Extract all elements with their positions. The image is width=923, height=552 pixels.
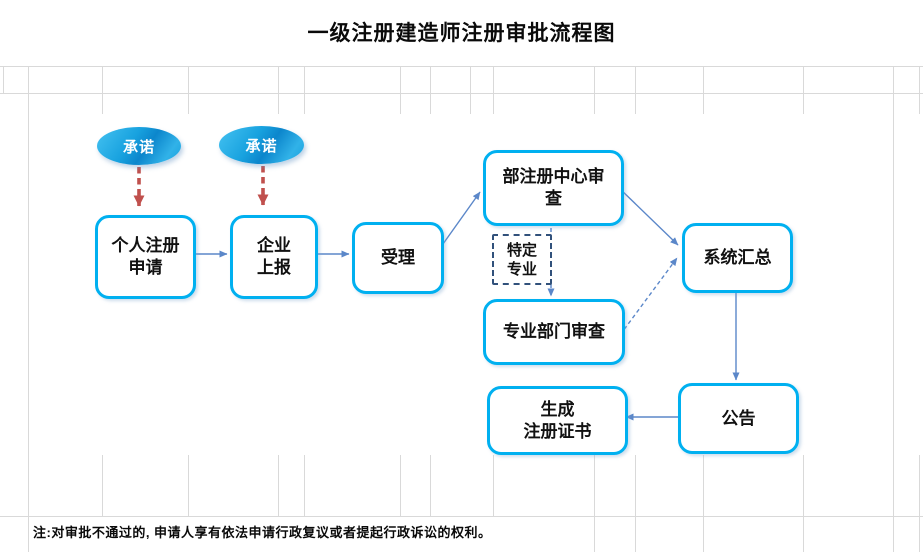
grid-line	[703, 516, 704, 552]
connector-department-to-system	[619, 257, 678, 336]
node-label-line: 专业	[506, 260, 537, 278]
grid-line	[188, 455, 189, 516]
grid-line	[400, 66, 401, 114]
grid-line	[400, 455, 401, 516]
node-accept: 受理	[352, 222, 444, 294]
node-label: 承诺	[245, 137, 278, 155]
node-label: 系统汇总	[703, 248, 772, 267]
node-label-line: 生成	[540, 399, 575, 419]
node-label: 承诺	[122, 138, 155, 156]
page-title: 一级注册建造师注册审批流程图	[307, 22, 616, 45]
node-special-major: 特定 专业	[492, 234, 552, 285]
grid-line	[0, 66, 923, 67]
node-label: 专业部门审查	[503, 322, 605, 341]
grid-line	[594, 516, 595, 552]
footnote: 注:对审批不通过的, 申请人享有依法申请行政复议或者提起行政诉讼的权利。	[33, 525, 492, 540]
grid-line	[430, 455, 431, 516]
node-label-line: 企业	[257, 236, 291, 255]
node-ministry-review: 部注册中心审 查	[483, 150, 624, 226]
grid-line	[430, 66, 431, 114]
grid-line	[304, 66, 305, 114]
grid-line	[278, 455, 279, 516]
node-department-review: 专业部门审查	[483, 299, 625, 365]
grid-line	[493, 66, 494, 114]
grid-line	[635, 516, 636, 552]
node-label-line: 部注册中心审	[502, 167, 605, 186]
node-label-line: 注册证书	[523, 421, 592, 441]
grid-line	[304, 455, 305, 516]
node-personal-apply: 个人注册 申请	[95, 215, 196, 299]
node-label-line: 上报	[257, 258, 291, 277]
grid-line	[703, 455, 704, 516]
grid-line	[594, 455, 595, 516]
node-label: 公告	[721, 408, 756, 428]
grid-line	[594, 66, 595, 114]
grid-line	[102, 66, 103, 114]
grid-line	[893, 66, 894, 552]
grid-line	[919, 516, 920, 552]
node-promise-1: 承诺	[97, 127, 181, 165]
grid-line	[493, 455, 494, 516]
node-label-line: 个人注册	[111, 236, 180, 255]
connector-ministry-to-system	[617, 186, 679, 246]
grid-line	[703, 66, 704, 114]
grid-line	[635, 455, 636, 516]
grid-line	[102, 455, 103, 516]
grid-line	[0, 516, 923, 517]
grid-line	[278, 66, 279, 114]
grid-line	[3, 66, 4, 94]
grid-line	[803, 455, 804, 516]
grid-line	[470, 66, 471, 114]
grid-line	[919, 66, 920, 114]
node-label-line: 特定	[506, 241, 537, 259]
node-label: 受理	[381, 248, 415, 267]
node-label-line: 申请	[128, 258, 163, 277]
node-promise-2: 承诺	[219, 126, 304, 164]
grid-line	[635, 66, 636, 114]
node-certificate: 生成 注册证书	[487, 386, 628, 455]
grid-line	[188, 66, 189, 114]
node-system-summary: 系统汇总	[682, 223, 793, 293]
grid-line	[803, 66, 804, 114]
node-announcement: 公告	[678, 383, 799, 454]
grid-line	[28, 66, 29, 552]
grid-line	[0, 93, 923, 94]
grid-line	[919, 455, 920, 516]
node-enterprise-report: 企业 上报	[230, 215, 318, 299]
connector-accept-to-ministry	[437, 191, 481, 252]
node-label-line: 查	[545, 189, 562, 208]
grid-line	[803, 516, 804, 552]
